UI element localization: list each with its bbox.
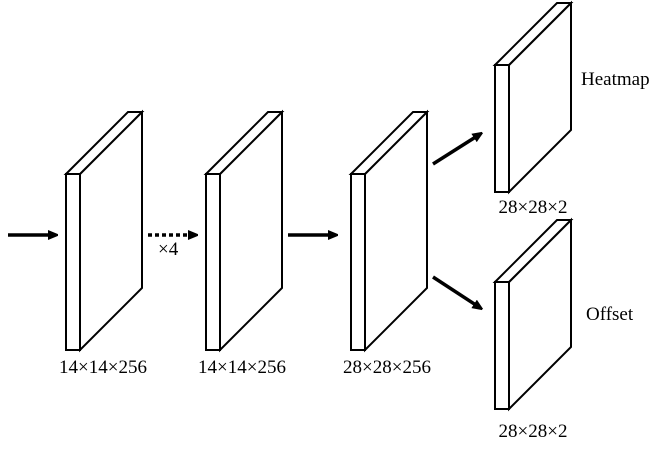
block-heatmap — [492, 0, 574, 195]
block-front-face — [494, 64, 510, 193]
block-3-dims-label: 28×28×256 — [343, 357, 431, 378]
repeat-annotation: ×4 — [158, 239, 179, 260]
block-front-face — [65, 173, 81, 351]
block-3 — [348, 109, 430, 353]
offset-output-label: Offset — [586, 304, 634, 325]
offset-arrow-icon — [432, 275, 480, 308]
offset-dims-label: 28×28×2 — [498, 421, 568, 442]
block-front-face — [350, 173, 366, 351]
heatmap-output-label: Heatmap — [581, 69, 650, 90]
block-front-face — [494, 281, 510, 410]
block-1 — [63, 109, 145, 353]
block-side-face — [364, 109, 428, 353]
block-2 — [203, 109, 285, 353]
block-1-dims-label: 14×14×256 — [59, 357, 147, 378]
block-side-face — [79, 109, 143, 353]
heatmap-dims-label: 28×28×2 — [498, 197, 568, 218]
flow-arrows — [8, 134, 480, 308]
heatmap-arrow-icon — [432, 134, 480, 166]
block-side-face — [219, 109, 283, 353]
feature-map-blocks — [63, 0, 574, 412]
block-2-dims-label: 14×14×256 — [198, 357, 286, 378]
block-offset — [492, 217, 574, 412]
block-front-face — [205, 173, 221, 351]
